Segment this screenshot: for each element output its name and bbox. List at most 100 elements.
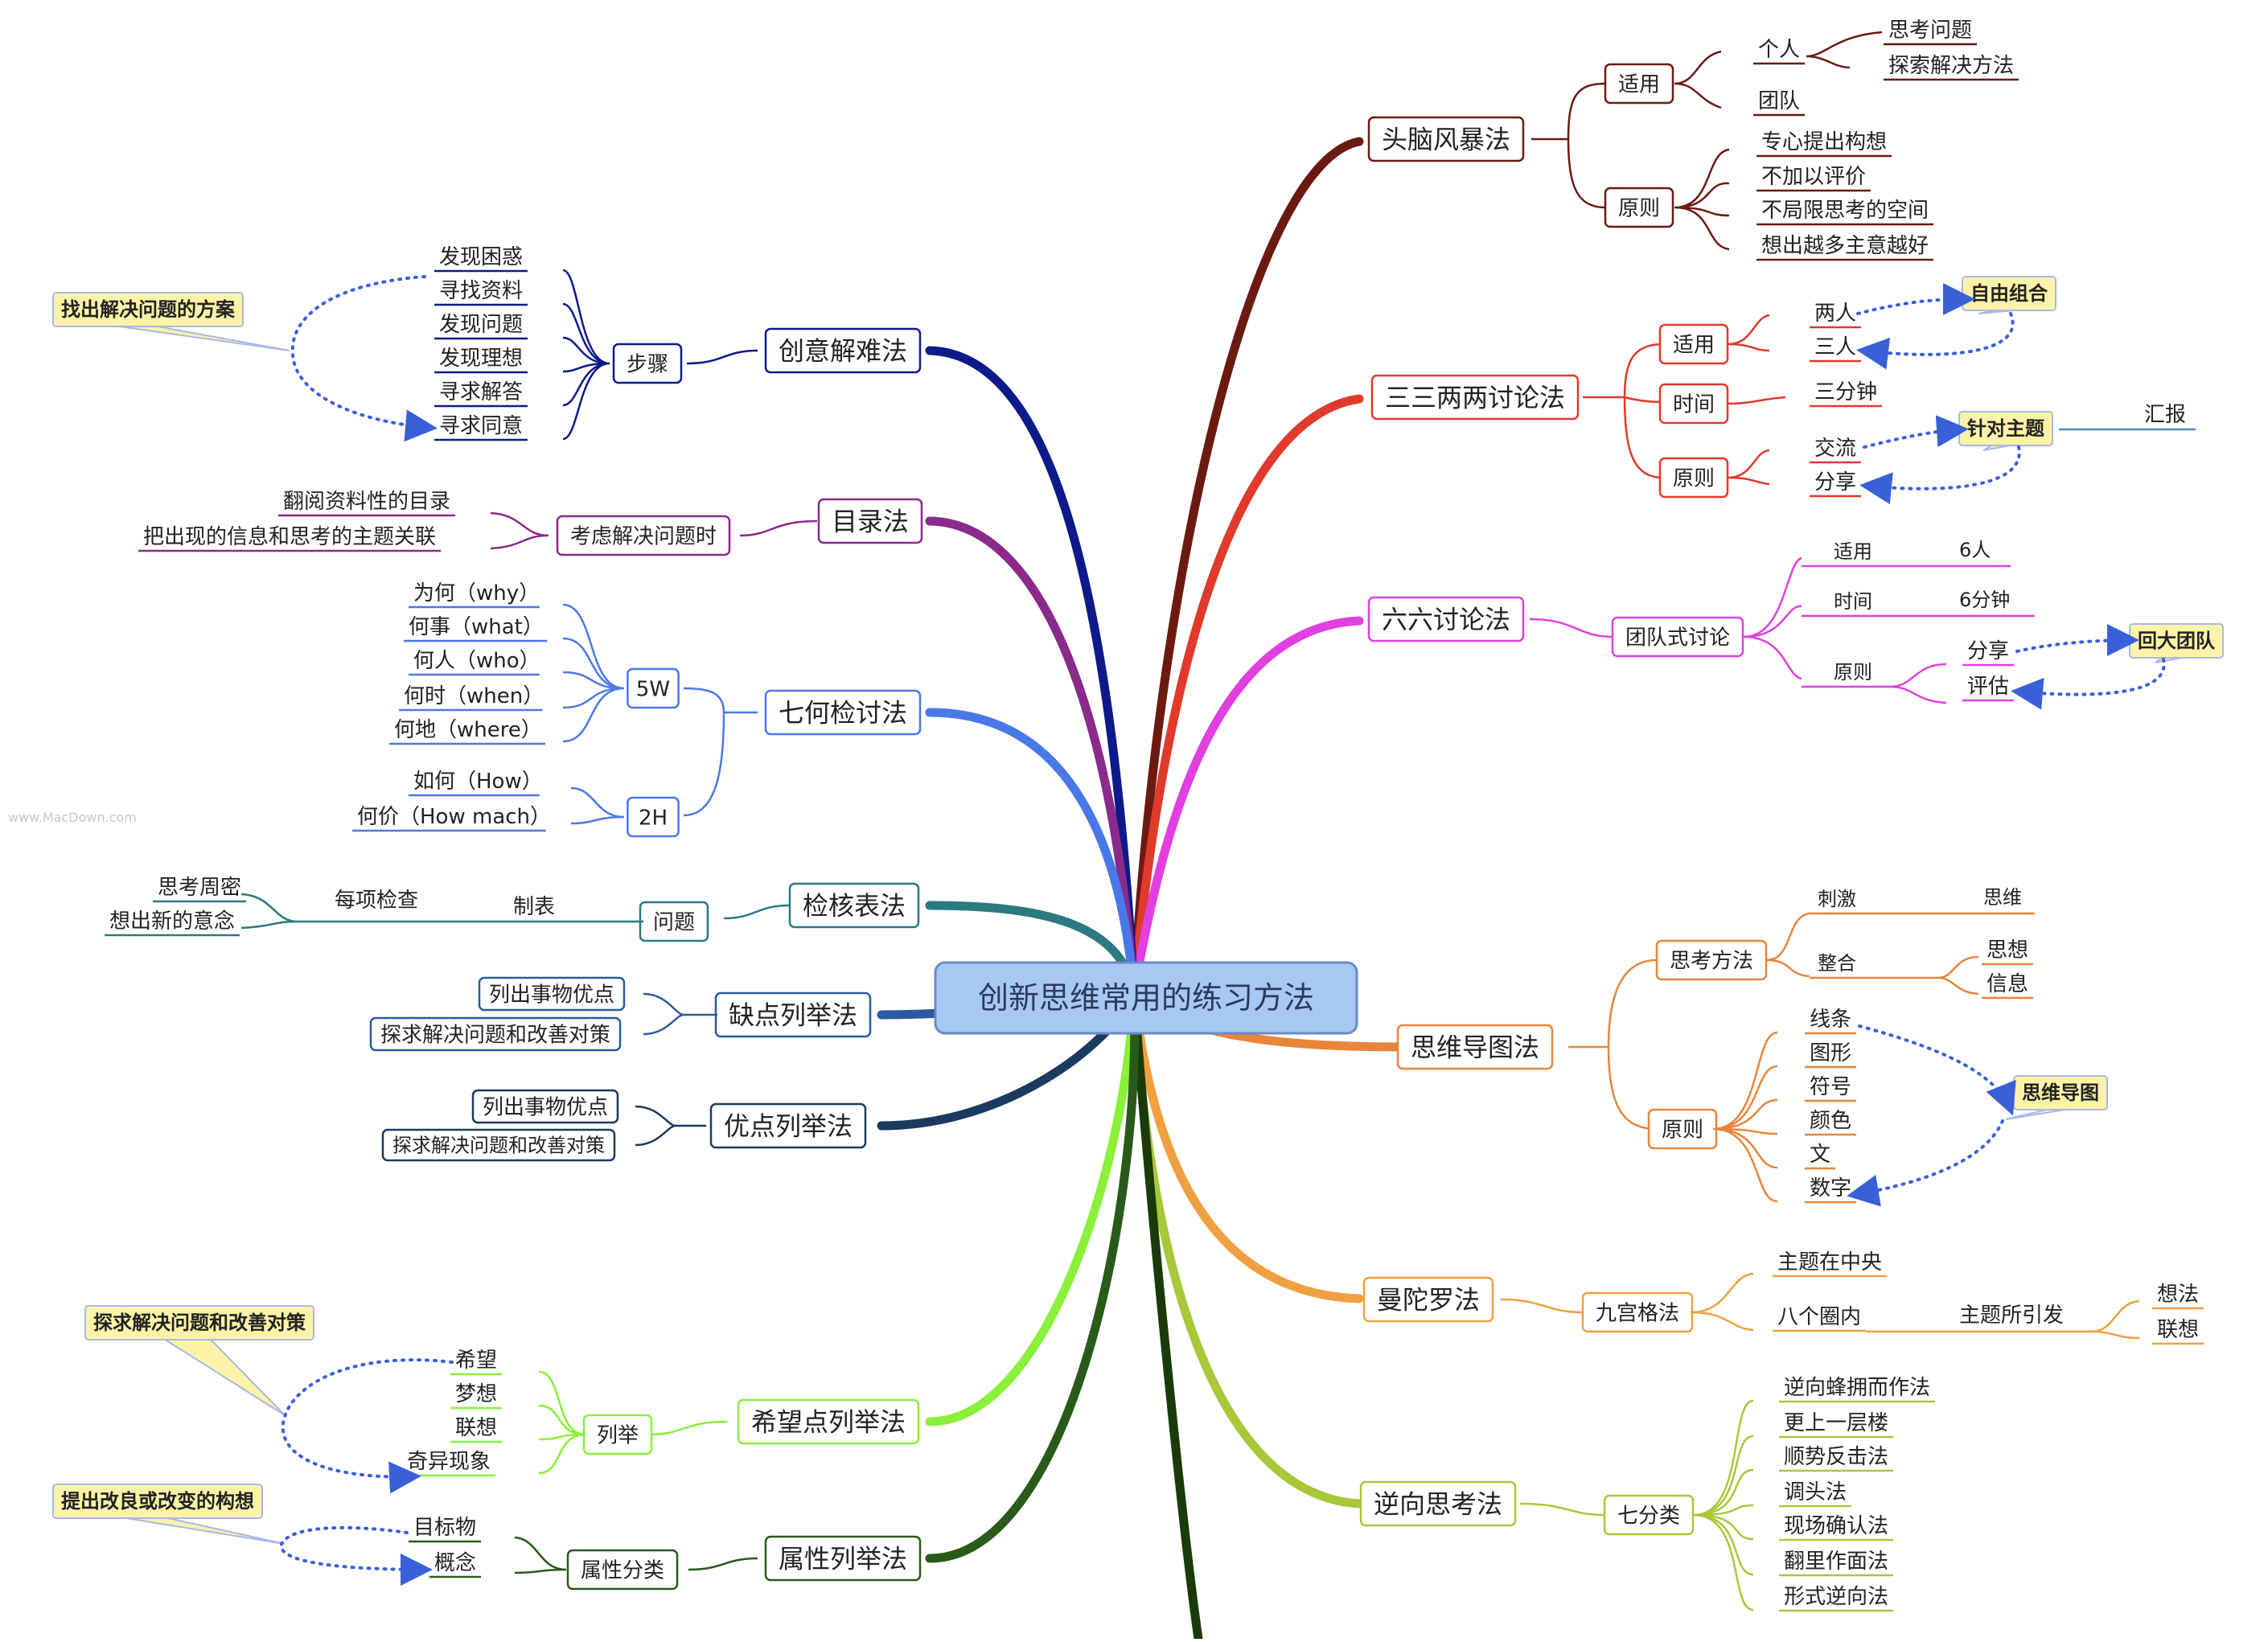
svg-text:原则: 原则 <box>1662 1118 1703 1142</box>
svg-text:原则: 原则 <box>1673 466 1715 491</box>
six-rule: 原则 <box>1834 661 1872 683</box>
connector-line <box>1568 959 1658 1131</box>
attr-node[interactable]: 属性列举法 <box>764 1535 922 1582</box>
connector-line <box>635 1105 706 1147</box>
mandala-center: 主题在中央 <box>1777 1250 1882 1275</box>
connector-line <box>643 992 717 1036</box>
creative-steps-node[interactable]: 步骤 <box>612 343 683 384</box>
creative-node[interactable]: 创意解难法 <box>764 327 922 374</box>
three-arrow-two <box>1856 283 1975 316</box>
merit-node[interactable]: 优点列举法 <box>709 1102 867 1149</box>
svg-text:探求解决问题和改善对策: 探求解决问题和改善对策 <box>392 1135 605 1157</box>
root-node[interactable]: 创新思维常用的练习方法 <box>934 961 1358 1035</box>
attr-item-2: 概念 <box>434 1551 476 1575</box>
creative-item-3: 发现理想 <box>439 347 523 371</box>
connector-line <box>683 687 758 817</box>
check-thought-2: 想出新的意念 <box>109 909 235 934</box>
defect-node[interactable]: 缺点列举法 <box>714 991 872 1038</box>
hope-item-3: 奇异现象 <box>407 1450 491 1474</box>
catalog-branch-line <box>925 516 1139 998</box>
attr-callout: 提出改良或改变的构想 <box>52 1484 286 1545</box>
three-report: 汇报 <box>2144 403 2186 427</box>
connector-line <box>1866 1299 2140 1340</box>
creative-callout: 找出解决问题的方案 <box>52 292 290 351</box>
mandala-node[interactable]: 曼陀罗法 <box>1362 1276 1494 1323</box>
hope-item-0: 希望 <box>455 1348 497 1373</box>
svg-text:探求解决问题和改善对策: 探求解决问题和改善对策 <box>93 1312 306 1334</box>
seven-node[interactable]: 七何检讨法 <box>764 689 922 736</box>
reverse-item-2: 顺势反击法 <box>1784 1445 1888 1469</box>
hope-item-2: 联想 <box>455 1416 497 1440</box>
brainstorm-node[interactable]: 头脑风暴法 <box>1367 116 1525 162</box>
check-problem-node[interactable]: 问题 <box>639 901 709 942</box>
three-arrow-exchange <box>1863 415 1969 449</box>
six-team-node[interactable]: 团队式讨论 <box>1611 616 1744 658</box>
connector-line <box>1727 449 1770 486</box>
svg-text:逆向思考法: 逆向思考法 <box>1374 1489 1502 1520</box>
svg-text:思维导图: 思维导图 <box>2022 1082 2099 1104</box>
connector-line <box>739 519 818 537</box>
hope-callout: 探求解决问题和改善对策 <box>84 1305 314 1416</box>
creative-item-2: 发现问题 <box>439 313 523 337</box>
svg-text:5W: 5W <box>636 677 670 701</box>
three-node[interactable]: 三三两两讨论法 <box>1370 374 1580 421</box>
reverse-seven-node[interactable]: 七分类 <box>1603 1494 1695 1536</box>
mandala-induced: 主题所引发 <box>1959 1303 2064 1328</box>
connector-line <box>240 893 643 930</box>
defect-item-2[interactable]: 探求解决问题和改善对策 <box>369 1016 622 1052</box>
three-apply-node[interactable]: 适用 <box>1658 323 1729 365</box>
mindmap-item-0: 线条 <box>1810 1008 1851 1032</box>
check-node[interactable]: 检核表法 <box>788 882 920 929</box>
svg-text:列出事物优点: 列出事物优点 <box>489 983 614 1007</box>
check-thought-1: 思考周密 <box>158 876 241 900</box>
three-rule-node[interactable]: 原则 <box>1658 457 1729 499</box>
brainstorm-explore: 探索解决方法 <box>1888 54 2014 78</box>
seven-w-4: 何地（where） <box>394 718 542 742</box>
connector-line <box>490 511 549 550</box>
defect-item-1[interactable]: 列出事物优点 <box>478 976 626 1012</box>
brainstorm-rule-2: 不加以评价 <box>1761 165 1866 189</box>
three-time-node[interactable]: 时间 <box>1658 383 1729 425</box>
seven-branch-line <box>925 708 1139 998</box>
seven-5w-node[interactable]: 5W <box>627 667 680 709</box>
mindmap-stim: 刺激 <box>1818 888 1856 910</box>
six-six-people: 6人 <box>1959 539 1991 561</box>
creative-arrow <box>290 275 438 442</box>
attr-class-node[interactable]: 属性分类 <box>566 1549 679 1591</box>
six-node[interactable]: 六六讨论法 <box>1367 596 1525 642</box>
merit-item-1[interactable]: 列出事物优点 <box>471 1089 619 1124</box>
mandala-grid-node[interactable]: 九宫格法 <box>1581 1291 1694 1333</box>
hope-list-node[interactable]: 列举 <box>582 1414 653 1455</box>
brainstorm-rule-node[interactable]: 原则 <box>1604 187 1674 228</box>
merit-item-2[interactable]: 探求解决问题和改善对策 <box>381 1128 616 1162</box>
svg-text:创新思维常用的练习方法: 创新思维常用的练习方法 <box>978 980 1314 1016</box>
connector-line <box>1500 1298 1585 1314</box>
reverse-node[interactable]: 逆向思考法 <box>1359 1480 1517 1527</box>
connector-line <box>1802 663 1947 704</box>
mindmap-think-node[interactable]: 思考方法 <box>1655 939 1768 981</box>
mindmap-rule-node[interactable]: 原则 <box>1647 1108 1718 1150</box>
seven-w-3: 何时（when） <box>404 684 544 708</box>
catalog-consider-node[interactable]: 考虑解决问题时 <box>556 515 731 556</box>
svg-text:原则: 原则 <box>1618 196 1660 220</box>
three-free-callout: 自由组合 <box>1962 276 2056 314</box>
attr-branch-line <box>925 988 1140 1563</box>
hope-node[interactable]: 希望点列举法 <box>737 1398 920 1445</box>
connector-line <box>1712 1031 1778 1203</box>
connector-line <box>686 349 758 365</box>
three-share: 分享 <box>1814 470 1856 495</box>
brainstorm-apply-node[interactable]: 适用 <box>1604 63 1674 105</box>
mandala-circle: 八个圈内 <box>1777 1305 1861 1329</box>
svg-text:探求解决问题和改善对策: 探求解决问题和改善对策 <box>380 1023 610 1047</box>
catalog-node[interactable]: 目录法 <box>817 498 923 544</box>
mindmap-node[interactable]: 思维导图法 <box>1396 1024 1554 1070</box>
creative-item-4: 寻求解答 <box>439 380 523 404</box>
connector-line <box>514 1536 567 1574</box>
three-arrow-share <box>1859 445 2021 505</box>
attr-item-1: 目标物 <box>413 1516 476 1540</box>
svg-text:2H: 2H <box>639 806 668 830</box>
svg-text:提出改良或改变的构想: 提出改良或改变的构想 <box>61 1490 254 1513</box>
seven-2h-node[interactable]: 2H <box>627 796 680 838</box>
svg-text:三三两两讨论法: 三三两两讨论法 <box>1385 383 1565 413</box>
